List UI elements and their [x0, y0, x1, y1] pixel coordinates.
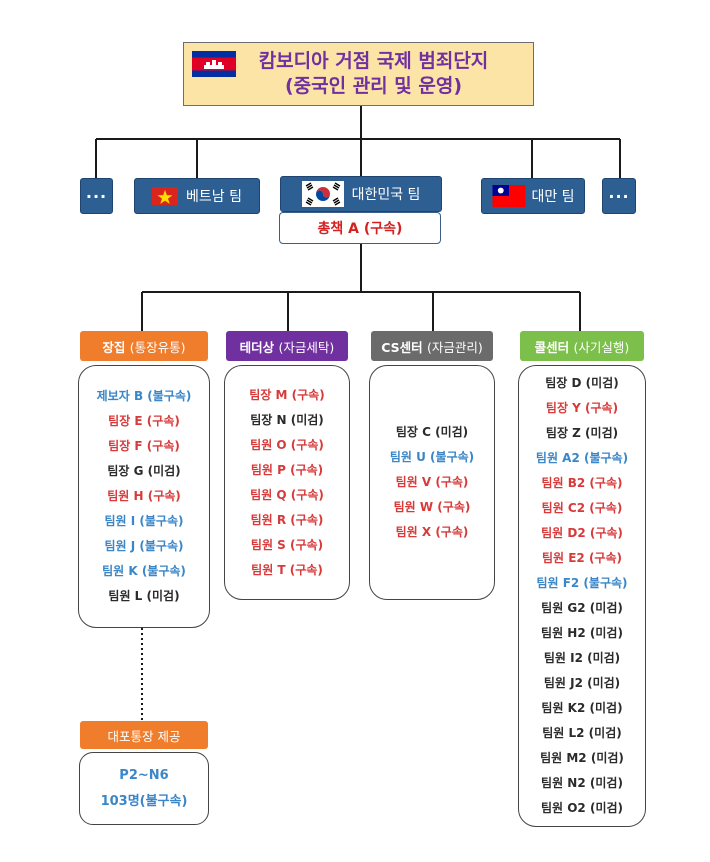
dept-name: 콜센터 — [534, 339, 570, 355]
dept-name: CS센터 — [381, 339, 423, 355]
title-line-2: (중국인 관리 및 운영) — [284, 75, 463, 97]
member-list-tether: 팀장 M (구속) 팀장 N (미검) 팀원 O (구속) 팀원 P (구속) 팀원 Q… — [224, 365, 350, 600]
member-item: 팀원 O (구속) — [250, 437, 324, 452]
team-taiwan-label: 대만 팀 — [531, 189, 575, 205]
member-list-cs-center: 팀장 C (미검) 팀원 U (불구속) 팀원 V (구속) 팀원 W (구속) 팀원 … — [369, 365, 495, 600]
korea-flag-icon — [301, 181, 344, 207]
vietnam-flag-icon — [152, 187, 178, 205]
team-korea-label: 대한민국 팀 — [351, 187, 421, 203]
member-item: 팀장 E (구속) — [108, 414, 180, 428]
member-item: 팀원 I2 (미검) — [543, 651, 621, 665]
member-item: 팀원 A2 (불구속) — [535, 451, 629, 465]
member-item: 팀장 Z (미검) — [545, 426, 619, 440]
team-more-right: ··· — [602, 178, 636, 214]
member-item: 팀장 Y (구속) — [545, 401, 619, 415]
dept-sub: (통장유통) — [129, 339, 186, 355]
member-item: 팀원 I (불구속) — [104, 514, 184, 528]
team-vietnam-label: 베트남 팀 — [186, 189, 242, 205]
member-item: 팀장 G (미검) — [107, 464, 181, 478]
cambodia-flag-icon — [192, 51, 236, 77]
member-item: 팀원 Q (구속) — [250, 487, 324, 502]
member-item: 팀원 K (불구속) — [102, 564, 186, 578]
chief-box: 총책 A (구속) — [279, 212, 441, 244]
member-item: 팀원 J (불구속) — [104, 539, 184, 553]
title-line-1: 캄보디아 거점 국제 범죄단지 — [258, 50, 489, 72]
member-item: 팀원 L2 (미검) — [542, 726, 622, 740]
dept-sub: (자금세탁) — [278, 339, 335, 355]
dept-name: 장집 — [102, 339, 126, 355]
team-korea: 대한민국 팀 — [280, 176, 442, 212]
member-item: 제보자 B (불구속) — [96, 389, 192, 403]
dept-header-call-center: 콜센터 (사기실행) — [520, 331, 644, 361]
member-item: 팀원 B2 (구속) — [541, 476, 623, 490]
organization-title-box: 캄보디아 거점 국제 범죄단지 (중국인 관리 및 운영) — [183, 42, 534, 106]
member-list-call-center: 팀장 D (미검) 팀장 Y (구속) 팀장 Z (미검) 팀원 A2 (불구속) 팀원… — [518, 365, 646, 827]
member-item: 팀장 C (미검) — [395, 425, 469, 439]
ellipsis-label: ··· — [608, 186, 630, 206]
daepo-box: P2~N6 103명(불구속) — [79, 752, 209, 825]
member-item: 팀원 C2 (구속) — [541, 501, 623, 515]
ellipsis-label: ··· — [85, 186, 108, 206]
member-item: 팀장 M (구속) — [249, 387, 325, 402]
member-item: 팀원 H2 (미검) — [541, 626, 623, 640]
member-item: 팀장 F (구속) — [108, 439, 180, 453]
member-list-jangjip: 제보자 B (불구속) 팀장 E (구속) 팀장 F (구속) 팀장 G (미검) 팀원… — [78, 365, 210, 628]
member-item: 팀원 E2 (구속) — [541, 551, 623, 565]
member-item: 팀원 X (구속) — [395, 525, 469, 539]
member-item: 팀원 N2 (미검) — [541, 776, 623, 790]
member-item: 팀원 P (구속) — [250, 462, 324, 477]
member-item: 팀원 S (구속) — [250, 537, 324, 552]
member-item: 팀원 J2 (미검) — [543, 676, 621, 690]
dept-sub: (사기실행) — [573, 339, 630, 355]
member-item: 팀장 D (미검) — [545, 376, 619, 390]
taiwan-flag-icon — [492, 185, 526, 207]
member-item: 팀원 M2 (미검) — [540, 751, 624, 765]
member-item: 팀장 N (미검) — [250, 412, 324, 427]
member-item: 팀원 U (불구속) — [389, 450, 475, 464]
daepo-range: P2~N6 — [119, 767, 169, 783]
dept-sub: (자금관리) — [427, 339, 483, 355]
member-item: 팀원 K2 (미검) — [541, 701, 623, 715]
dept-name: 테더상 — [239, 339, 275, 355]
member-item: 팀원 O2 (미검) — [540, 801, 624, 815]
member-item: 팀원 G2 (미검) — [541, 601, 623, 615]
member-item: 팀원 H (구속) — [107, 489, 181, 503]
team-vietnam: 베트남 팀 — [134, 178, 260, 214]
member-item: 팀원 W (구속) — [393, 500, 471, 514]
daepo-header: 대포통장 제공 — [80, 721, 208, 749]
member-item: 팀원 D2 (구속) — [541, 526, 623, 540]
dept-header-cs-center: CS센터 (자금관리) — [371, 331, 493, 361]
member-item: 팀원 L (미검) — [108, 589, 180, 603]
daepo-count: 103명(불구속) — [100, 793, 188, 809]
member-item: 팀원 R (구속) — [250, 512, 324, 527]
dept-header-tether: 테더상 (자금세탁) — [226, 331, 348, 361]
team-more-left: ··· — [80, 178, 113, 214]
dept-header-jangjip: 장집 (통장유통) — [80, 331, 208, 361]
member-item: 팀원 V (구속) — [395, 475, 469, 489]
member-item: 팀원 F2 (불구속) — [536, 576, 628, 590]
team-taiwan: 대만 팀 — [481, 178, 585, 214]
member-item: 팀원 T (구속) — [251, 562, 323, 577]
